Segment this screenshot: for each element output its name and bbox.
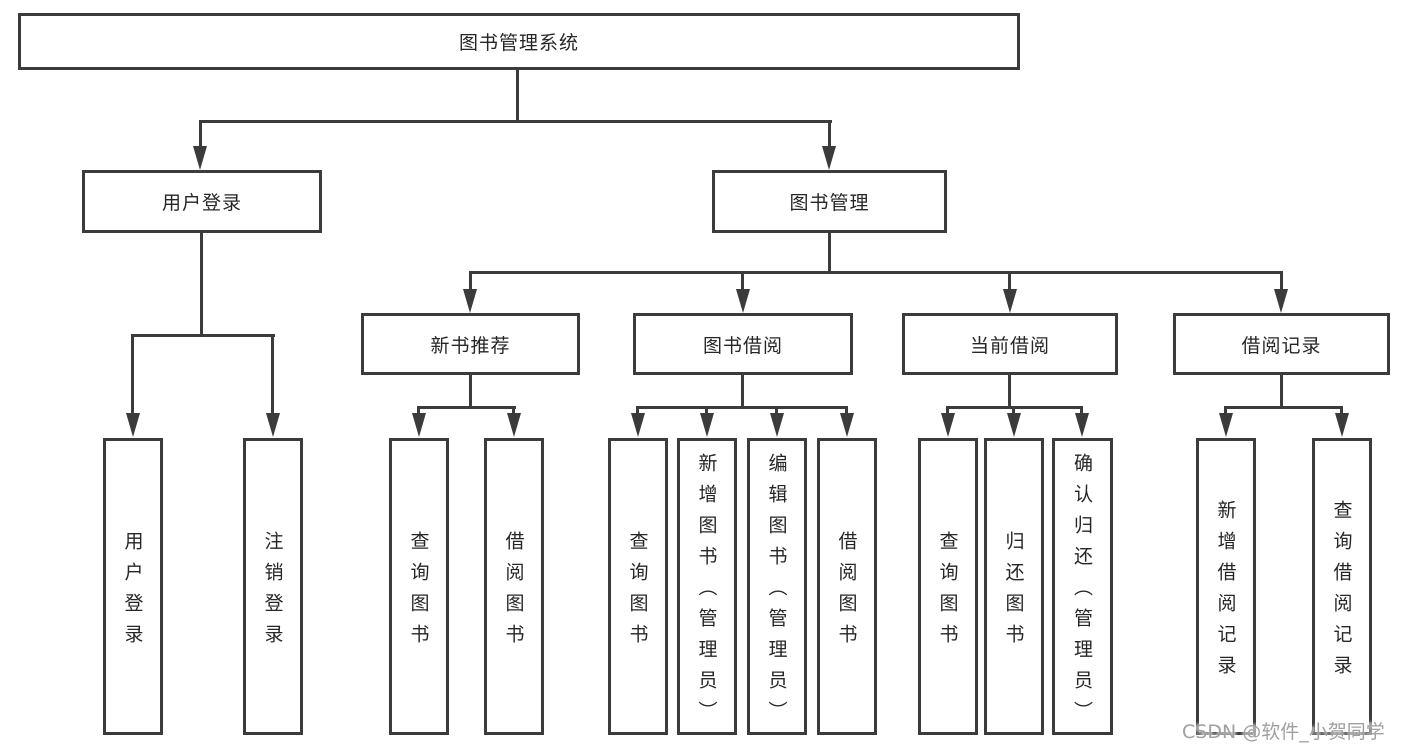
- connector-line: [741, 271, 744, 291]
- connector-line: [418, 406, 516, 409]
- node-label: 当前借阅: [969, 334, 1050, 357]
- leaf-edit-book-admin: 编辑图书（管理员）: [747, 438, 807, 735]
- connector-line: [1012, 406, 1015, 416]
- node-label: 图书管理系统: [458, 32, 579, 54]
- connector-line: [1008, 271, 1011, 291]
- arrow-down-icon: [840, 413, 854, 437]
- leaf-label: 编辑图书（管理员）: [765, 453, 788, 732]
- leaf-add-book-admin: 新增图书（管理员）: [677, 438, 737, 735]
- connector-line: [1008, 375, 1011, 408]
- arrow-down-icon: [822, 146, 836, 170]
- arrow-down-icon: [412, 413, 426, 437]
- leaf-label: 确认归还（管理员）: [1071, 453, 1093, 732]
- node-current-borrow: 当前借阅: [902, 313, 1118, 375]
- connector-line: [131, 334, 275, 337]
- connector-line: [1340, 406, 1343, 416]
- leaf-borrow-books-recommend: 借阅图书: [484, 438, 544, 735]
- node-label: 图书借阅: [702, 334, 783, 357]
- leaf-label: 新增借阅记录: [1214, 499, 1237, 686]
- leaf-query-books-current: 查询图书: [918, 438, 978, 735]
- arrow-down-icon: [1274, 289, 1288, 313]
- connector-line: [845, 406, 848, 416]
- connector-line: [1224, 406, 1343, 409]
- leaf-logout: 注销登录: [243, 438, 303, 735]
- arrow-down-icon: [126, 413, 140, 437]
- connector-line: [946, 406, 949, 416]
- node-book-borrow: 图书借阅: [633, 313, 853, 375]
- leaf-label: 注销登录: [261, 530, 284, 655]
- connector-line: [637, 406, 848, 409]
- leaf-label: 查询图书: [407, 530, 430, 655]
- node-library-system: 图书管理系统: [18, 13, 1020, 70]
- leaf-label: 归还图书: [1002, 530, 1025, 655]
- node-borrow-records: 借阅记录: [1173, 313, 1390, 375]
- node-label: 新书推荐: [430, 334, 511, 357]
- connector-line: [417, 406, 420, 416]
- leaf-borrow-books: 借阅图书: [817, 438, 877, 735]
- leaf-label: 查询图书: [936, 530, 959, 655]
- connector-line: [741, 375, 744, 408]
- connector-line: [199, 120, 832, 123]
- node-user-login: 用户登录: [82, 170, 322, 233]
- arrow-down-icon: [507, 413, 521, 437]
- node-label: 用户登录: [161, 192, 242, 214]
- arrow-down-icon: [700, 413, 714, 437]
- connector-line: [469, 271, 1283, 274]
- node-new-book-recommend: 新书推荐: [361, 313, 580, 375]
- leaf-query-books-borrow: 查询图书: [608, 438, 668, 735]
- arrow-down-icon: [1003, 289, 1017, 313]
- connector-line: [775, 406, 778, 416]
- connector-line: [199, 120, 202, 148]
- leaf-label: 新增图书（管理员）: [695, 453, 718, 732]
- connector-line: [828, 120, 831, 148]
- connector-line: [1080, 406, 1083, 416]
- leaf-add-borrow-record: 新增借阅记录: [1196, 438, 1256, 735]
- connector-line: [1224, 406, 1227, 416]
- connector-line: [828, 233, 831, 273]
- arrow-down-icon: [463, 289, 477, 313]
- leaf-label: 用户登录: [121, 530, 144, 655]
- leaf-return-book: 归还图书: [984, 438, 1044, 735]
- connector-line: [636, 406, 639, 416]
- connector-line: [271, 334, 274, 415]
- arrow-down-icon: [770, 413, 784, 437]
- node-book-management: 图书管理: [712, 170, 947, 233]
- leaf-label: 借阅图书: [502, 530, 525, 655]
- arrow-down-icon: [1335, 413, 1349, 437]
- arrow-down-icon: [736, 289, 750, 313]
- arrow-down-icon: [1219, 413, 1233, 437]
- leaf-label: 查询图书: [626, 530, 649, 655]
- connector-line: [469, 375, 472, 408]
- connector-line: [469, 271, 472, 291]
- connector-line: [131, 334, 134, 415]
- connector-line: [512, 406, 515, 416]
- node-label: 借阅记录: [1241, 334, 1322, 357]
- connector-line: [200, 233, 203, 336]
- arrow-down-icon: [266, 413, 280, 437]
- connector-line: [1280, 271, 1283, 291]
- arrow-down-icon: [631, 413, 645, 437]
- arrow-down-icon: [941, 413, 955, 437]
- leaf-query-books-recommend: 查询图书: [389, 438, 449, 735]
- arrow-down-icon: [193, 146, 207, 170]
- leaf-confirm-return-admin: 确认归还（管理员）: [1052, 438, 1113, 735]
- connector-line: [516, 70, 519, 122]
- arrow-down-icon: [1075, 413, 1089, 437]
- leaf-label: 查询借阅记录: [1330, 499, 1353, 686]
- leaf-query-borrow-record: 查询借阅记录: [1312, 438, 1372, 735]
- leaf-label: 借阅图书: [835, 530, 858, 655]
- connector-line: [1280, 375, 1283, 408]
- leaf-user-login: 用户登录: [103, 438, 163, 735]
- node-label: 图书管理: [789, 192, 870, 214]
- connector-line: [705, 406, 708, 416]
- arrow-down-icon: [1007, 413, 1021, 437]
- csdn-watermark: CSDN @软件_小贺同学: [1182, 721, 1385, 743]
